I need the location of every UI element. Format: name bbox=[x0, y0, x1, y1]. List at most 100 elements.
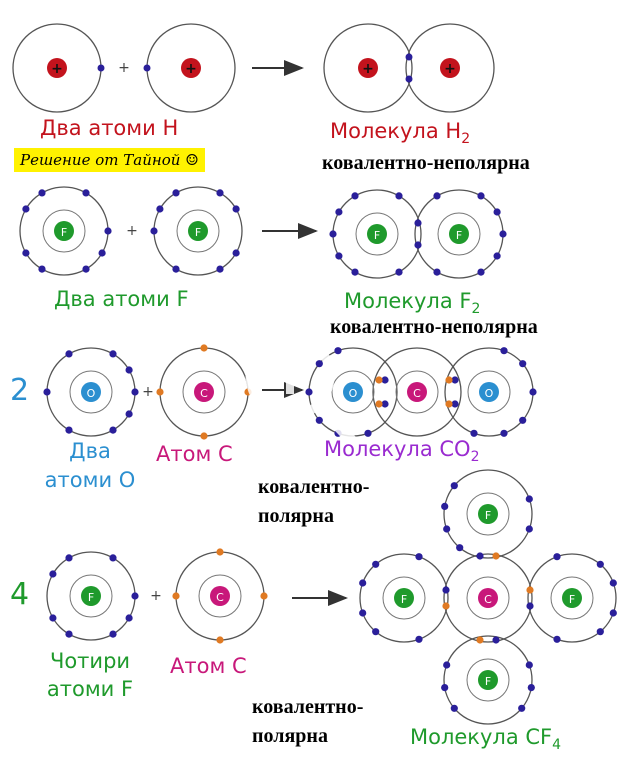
electron bbox=[451, 400, 459, 408]
electron bbox=[456, 544, 464, 552]
electron bbox=[442, 602, 450, 610]
c-atom-nucleus bbox=[210, 586, 230, 606]
electron bbox=[351, 268, 359, 276]
electron bbox=[216, 548, 224, 556]
co2-left-label-2: атоми O bbox=[44, 468, 136, 492]
cf4-c-shell bbox=[443, 553, 533, 643]
electron bbox=[335, 252, 343, 260]
f2-atom-2-inner-shell bbox=[437, 212, 481, 256]
cf4-f-right-shell bbox=[527, 553, 617, 643]
electron bbox=[38, 189, 46, 197]
co2-c-inner-shell bbox=[395, 370, 439, 414]
electron bbox=[443, 525, 451, 533]
electron bbox=[216, 189, 224, 197]
h-bond-type: ковалентно-неполярна bbox=[322, 152, 530, 174]
c-atom-symbol: C bbox=[200, 387, 208, 400]
f-atom-inner-shell bbox=[69, 574, 113, 618]
electron bbox=[596, 560, 604, 568]
cf4-c-symbol: C bbox=[484, 593, 492, 606]
electron bbox=[200, 344, 208, 352]
electron bbox=[395, 192, 403, 200]
electron bbox=[65, 426, 73, 434]
electron bbox=[351, 192, 359, 200]
electron bbox=[49, 614, 57, 622]
row-co2: O + C O C O bbox=[46, 347, 534, 437]
co2-o2-nucleus bbox=[479, 382, 499, 402]
f-atom-2-symbol: F bbox=[195, 226, 201, 239]
o-atom-nucleus bbox=[81, 382, 101, 402]
electron bbox=[359, 609, 367, 617]
h-atom-1-nucleus bbox=[47, 58, 67, 78]
electron bbox=[526, 602, 534, 610]
plus-sign: + bbox=[126, 223, 138, 239]
electron bbox=[395, 268, 403, 276]
plus-sign: + bbox=[150, 588, 162, 604]
f-atom-symbol: F bbox=[88, 591, 94, 604]
electron bbox=[359, 579, 367, 587]
electron bbox=[519, 416, 527, 424]
h2-symbol-1: + bbox=[362, 61, 374, 77]
electron bbox=[476, 636, 484, 644]
f-left-label: Два атоми F bbox=[54, 287, 189, 311]
cf4-f-left-shell bbox=[359, 553, 449, 643]
cf4-f-top-nucleus bbox=[478, 504, 498, 524]
row-hydrogen: + + + + + bbox=[12, 23, 495, 113]
o-atom-symbol: O bbox=[87, 387, 96, 400]
electron-layer bbox=[22, 189, 617, 712]
electron bbox=[109, 426, 117, 434]
cf4-f-bottom-shell bbox=[443, 635, 533, 725]
f-atom-nucleus bbox=[81, 586, 101, 606]
h2-atom-1-shell bbox=[323, 23, 413, 113]
cf4-f-bottom-nucleus bbox=[478, 670, 498, 690]
f2-atom-1-inner-shell bbox=[355, 212, 399, 256]
h2-atom-2-nucleus bbox=[440, 58, 460, 78]
cf4-f-left-nucleus bbox=[394, 588, 414, 608]
co2-o1-nucleus bbox=[343, 382, 363, 402]
electron bbox=[125, 366, 133, 374]
electron bbox=[109, 350, 117, 358]
cf4-bond-type-1: ковалентно- bbox=[252, 696, 364, 718]
f-atom-1-symbol: F bbox=[61, 226, 67, 239]
f-atom-1-nucleus bbox=[54, 221, 74, 241]
electron bbox=[433, 192, 441, 200]
electron bbox=[329, 230, 337, 238]
electron bbox=[445, 400, 453, 408]
co2-o1-symbol: O bbox=[349, 387, 358, 400]
electron bbox=[415, 553, 423, 561]
electron bbox=[477, 268, 485, 276]
electron bbox=[375, 376, 383, 384]
electron bbox=[200, 432, 208, 440]
row-fluorine: F + F F F bbox=[19, 186, 504, 279]
c-atom-inner-shell bbox=[198, 574, 242, 618]
magnifier-plus-icon[interactable] bbox=[245, 331, 362, 451]
electron bbox=[499, 230, 507, 238]
electron bbox=[519, 360, 527, 368]
electron bbox=[443, 661, 451, 669]
inner-shell bbox=[466, 576, 510, 620]
electron bbox=[216, 636, 224, 644]
electron bbox=[433, 268, 441, 276]
co2-bond-type-1: ковалентно- bbox=[258, 476, 370, 498]
cf4-f-bottom-symbol: F bbox=[485, 675, 491, 688]
electron bbox=[450, 704, 458, 712]
c-atom-symbol: C bbox=[216, 591, 224, 604]
f2-atom-2-nucleus bbox=[449, 224, 469, 244]
electron bbox=[65, 554, 73, 562]
electron bbox=[125, 614, 133, 622]
electron bbox=[415, 635, 423, 643]
electron bbox=[364, 429, 372, 437]
co2-bond-type-2: полярна bbox=[258, 505, 334, 527]
electron bbox=[493, 208, 501, 216]
co2-coefficient: 2 bbox=[10, 373, 30, 408]
electron bbox=[500, 347, 508, 355]
plus-sign: + bbox=[142, 384, 154, 400]
electron bbox=[414, 219, 422, 227]
electron bbox=[22, 249, 30, 257]
electron bbox=[335, 208, 343, 216]
cf4-c-nucleus bbox=[478, 588, 498, 608]
cf4-left-label-1: Чотири bbox=[49, 649, 131, 673]
electron bbox=[104, 227, 112, 235]
electron bbox=[414, 241, 422, 249]
electron bbox=[216, 265, 224, 273]
shared-electron bbox=[405, 53, 413, 61]
